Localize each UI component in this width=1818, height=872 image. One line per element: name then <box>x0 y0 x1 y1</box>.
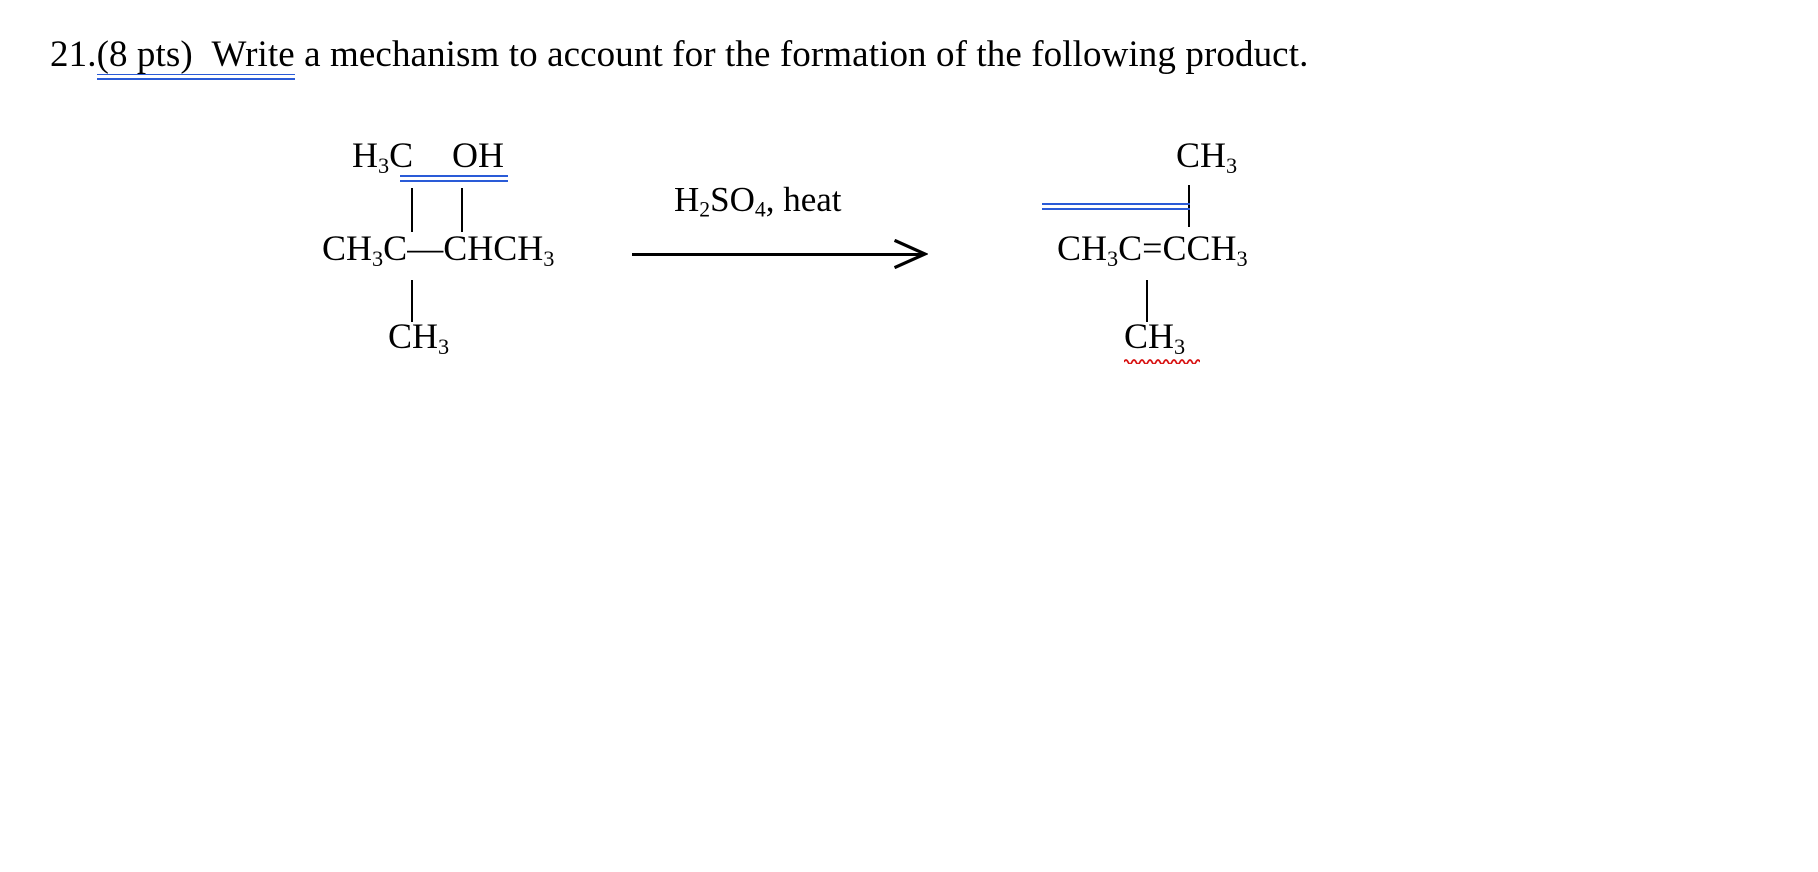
product-blue-overline <box>1042 203 1190 210</box>
reactant-bond-c2-to-methyl <box>411 188 413 232</box>
reactant-chain-seg4-sub: 3 <box>543 245 555 271</box>
product-bottom-group: CH3 <box>1124 316 1185 357</box>
reactant-oh-text: OH <box>452 135 504 175</box>
product-main-chain: CH3C=CCH3 <box>1057 228 1248 269</box>
reaction-conditions-label: H2SO4, heat <box>674 180 842 220</box>
product-chain-seg1: CH <box>1057 228 1108 268</box>
reactant-chain-seg1: CH <box>322 228 373 268</box>
product-spellcheck-squiggle <box>1124 357 1200 364</box>
reactant-chain-seg4: CHCH <box>443 228 544 268</box>
question-number: 21. <box>50 34 97 75</box>
reactant-chain-bond-dash: — <box>407 228 444 268</box>
product-chain-seg1-sub: 3 <box>1107 245 1119 271</box>
reactant-bottom-group: CH3 <box>388 316 449 357</box>
product-top-sub: 3 <box>1226 152 1238 178</box>
conditions-reagent-suffix: , heat <box>765 180 842 219</box>
product-bond-c-to-bottom-methyl <box>1146 280 1148 322</box>
reactant-bond-c2-to-oh <box>461 188 463 232</box>
product-bond-c-to-top-methyl <box>1188 185 1190 227</box>
product-chain-double-bond: C=C <box>1118 228 1187 268</box>
reactant-bottom-ch: CH <box>388 316 439 356</box>
question-prompt: 21.(8 pts) Write a mechanism to account … <box>50 32 1309 81</box>
product-top-group: CH3 <box>1176 135 1237 176</box>
reactant-h3c-suffix: C <box>389 135 414 175</box>
reactant-top-left-group: H3C <box>352 135 414 176</box>
reactant-bond-c2-to-lower-methyl <box>411 280 413 322</box>
conditions-reagent-sub1: 2 <box>699 197 711 222</box>
product-chain-seg3-sub: 3 <box>1236 245 1248 271</box>
conditions-reagent-sub2: 4 <box>754 197 766 222</box>
reaction-arrow-head <box>893 238 929 270</box>
reactant-top-right-group: OH <box>452 137 504 173</box>
reactant-bottom-sub: 3 <box>438 333 450 359</box>
question-points-text: (8 pts) <box>96 34 193 75</box>
product-bottom-ch: CH <box>1124 316 1175 356</box>
reactant-chain-seg1-sub: 3 <box>372 245 384 271</box>
reactant-h3c-prefix: H <box>352 135 378 175</box>
conditions-reagent-prefix: H <box>674 180 700 219</box>
question-underlined-word: Write <box>211 34 295 75</box>
reactant-h3c-sub: 3 <box>378 152 390 178</box>
product-chain-seg3: CH <box>1186 228 1237 268</box>
reaction-arrow <box>632 235 930 275</box>
question-points-underlined: (8 pts) Write <box>96 32 296 81</box>
reactant-chain-seg2: C <box>383 228 408 268</box>
reactant-main-chain: CH3C—CHCH3 <box>322 228 554 269</box>
reactant-oh-blue-underline <box>400 175 508 182</box>
reaction-scheme: H3C OH CH3C—CHCH3 CH3 H2SO4, heat <box>0 125 1818 385</box>
product-top-ch: CH <box>1176 135 1227 175</box>
reaction-arrow-shaft <box>632 253 922 256</box>
underline-gap <box>193 34 212 75</box>
question-prompt-rest: a mechanism to account for the formation… <box>294 34 1309 75</box>
conditions-reagent-mid: SO <box>710 180 755 219</box>
product-bottom-sub: 3 <box>1174 333 1186 359</box>
